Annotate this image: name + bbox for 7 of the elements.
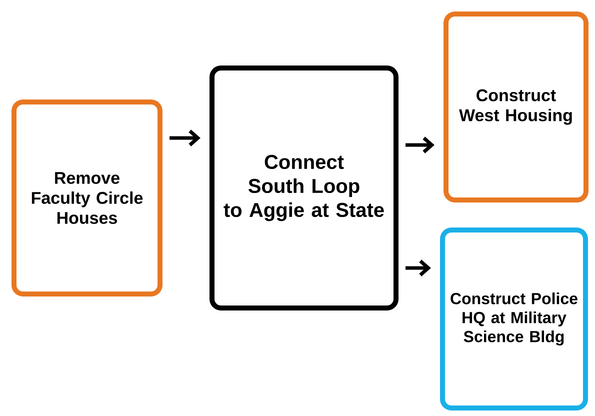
arrow: [406, 136, 434, 154]
arrow: [170, 130, 200, 146]
arrow: [406, 260, 431, 276]
process-box: Construct West Housing: [444, 12, 588, 202]
process-box: Remove Faculty Circle Houses: [12, 100, 162, 296]
process-box: Connect South Loop to Aggie at State: [210, 66, 398, 310]
process-box: Construct Police HQ at Military Science Bldg: [440, 228, 588, 410]
